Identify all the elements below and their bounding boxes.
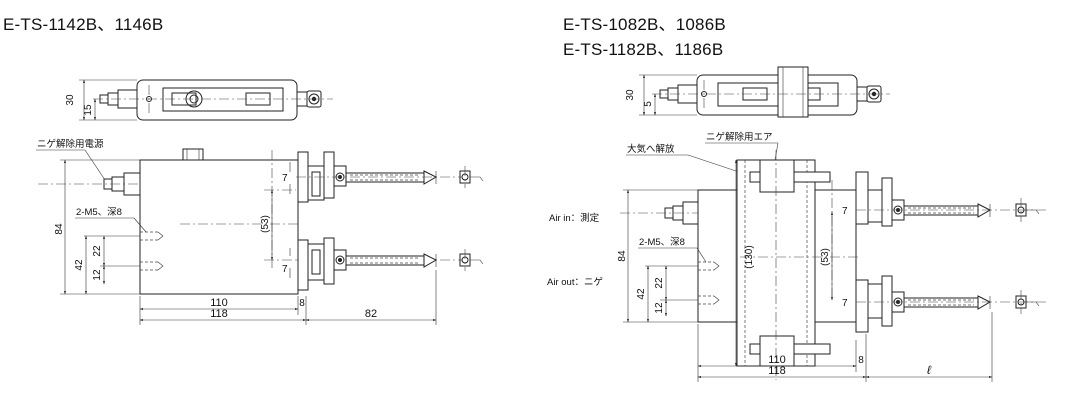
right-dim-30: 30 <box>625 89 636 101</box>
right-dim-130: (130) <box>744 245 755 268</box>
left-dim-8: 8 <box>299 298 305 309</box>
title-right-line2: E-TS-1182B、1186B <box>563 40 724 59</box>
left-dim-7b: 7 <box>282 264 288 275</box>
right-dim-42: 42 <box>636 288 647 300</box>
left-dim-12: 12 <box>92 269 103 281</box>
left-front-view: 2-M5、深8 84 42 22 12 (53) <box>38 148 484 325</box>
right-top-view: 30 5 <box>625 66 890 118</box>
right-dim-22: 22 <box>654 277 665 289</box>
right-dim-5: 5 <box>643 101 654 107</box>
right-dim-8: 8 <box>858 355 864 366</box>
left-top-view: 30 15 <box>65 79 333 121</box>
left-label-power: ニゲ解除用電源 <box>37 138 104 150</box>
right-dim-l: ℓ <box>927 363 932 377</box>
right-label-air-out: Air out：ニゲ <box>547 276 603 288</box>
left-dim-15: 15 <box>83 104 94 116</box>
right-dim-84: 84 <box>617 250 628 262</box>
left-label-thread: 2-M5、深8 <box>76 207 122 218</box>
left-drawing: 30 15 ニゲ解除用電源 <box>36 79 484 325</box>
title-right-line1: E-TS-1082B、1086B <box>563 15 726 34</box>
left-dim-82: 82 <box>365 308 377 320</box>
right-front-view: 2-M5、深8 84 42 22 12 (130) (53) <box>617 150 1046 382</box>
right-dim-7b: 7 <box>842 298 848 309</box>
right-label-atmosphere: 大気へ解放 <box>627 143 675 155</box>
right-dim-7a: 7 <box>842 206 848 217</box>
left-dim-7a: 7 <box>282 173 288 184</box>
left-dim-84: 84 <box>54 223 65 235</box>
left-dim-118: 118 <box>210 308 228 320</box>
right-dim-110: 110 <box>768 354 786 366</box>
left-dim-30: 30 <box>65 94 76 106</box>
right-dim-12: 12 <box>654 302 665 314</box>
left-dim-22: 22 <box>92 245 103 257</box>
right-label-air-in: Air in：測定 <box>549 212 600 224</box>
left-dim-110: 110 <box>210 297 228 309</box>
right-drawing: 30 5 ニゲ解除用エア 大気へ解放 Air in：測定 Air out：ニゲ <box>547 66 1046 382</box>
right-label-thread: 2-M5、深8 <box>639 237 685 248</box>
right-label-air-release: ニゲ解除用エア <box>706 131 773 143</box>
right-dim-53: (53) <box>820 248 831 266</box>
left-dim-53: (53) <box>260 215 271 233</box>
left-dim-42: 42 <box>74 259 85 271</box>
title-left: E-TS-1142B、1146B <box>3 15 164 34</box>
right-dim-118: 118 <box>768 365 786 377</box>
